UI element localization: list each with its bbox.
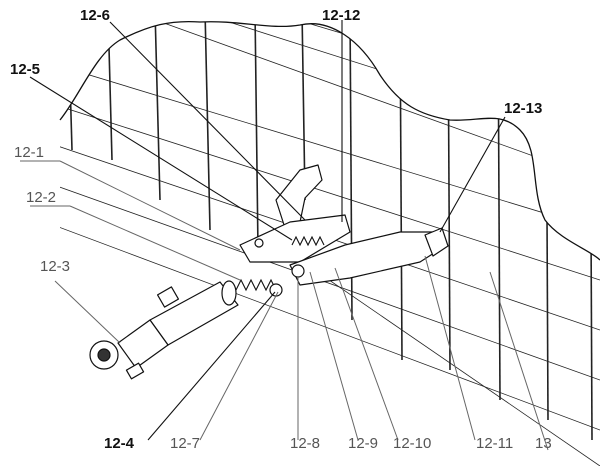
label-12-5: 12-5 <box>10 61 40 78</box>
label-12-12: 12-12 <box>322 7 360 24</box>
leader-lines <box>20 20 549 451</box>
label-12-8: 12-8 <box>290 435 320 452</box>
label-12-13: 12-13 <box>504 100 542 117</box>
label-12-3: 12-3 <box>40 258 70 275</box>
label-12-10: 12-10 <box>393 435 431 452</box>
label-12-6: 12-6 <box>80 7 110 24</box>
mechanism-assembly <box>89 164 449 380</box>
label-12-1: 12-1 <box>14 144 44 161</box>
spring-12-2 <box>235 278 277 292</box>
label-12-11: 12-11 <box>476 435 513 452</box>
label-12-4: 12-4 <box>104 435 135 452</box>
label-12-2: 12-2 <box>26 189 56 206</box>
label-13: 13 <box>535 435 552 452</box>
label-12-7: 12-7 <box>170 435 200 452</box>
part-labels: 12-6 12-12 12-5 12-13 12-1 12-2 12-3 12-… <box>10 7 552 452</box>
spring-12-5 <box>291 235 325 247</box>
cylinder-12-3 <box>89 280 239 380</box>
label-12-9: 12-9 <box>348 435 378 452</box>
